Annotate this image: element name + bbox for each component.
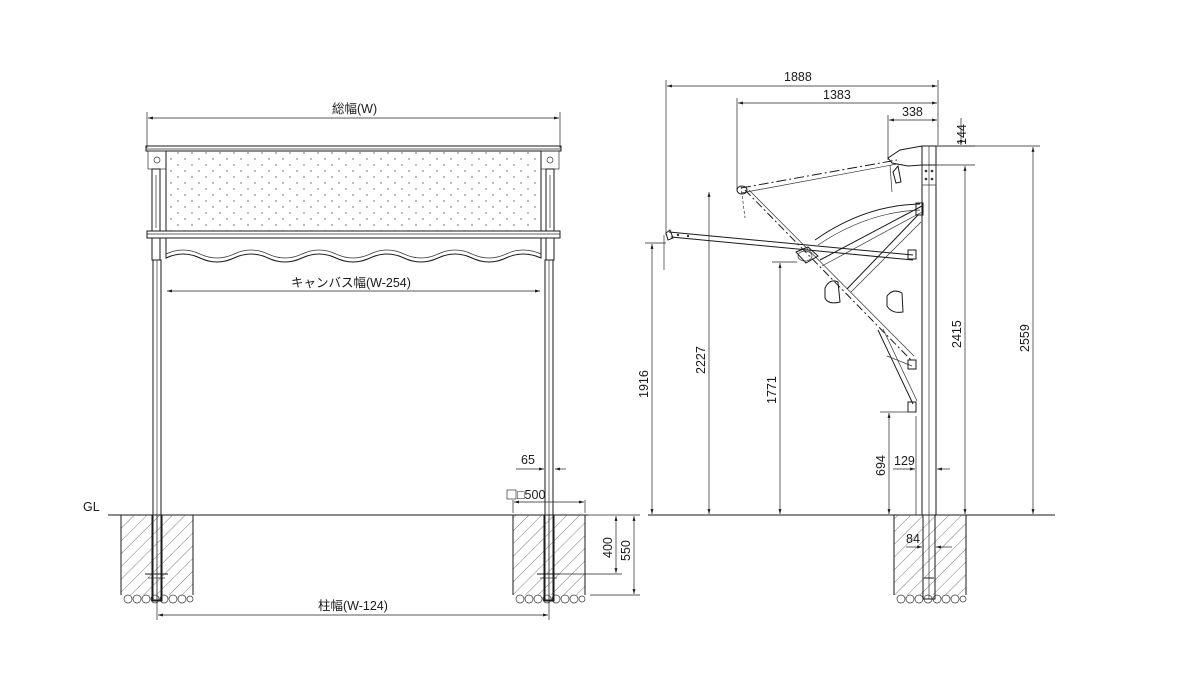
foundation-left: [120, 514, 194, 604]
arm-pivot-height-label: 1771: [765, 376, 779, 404]
square-symbol: [506, 489, 517, 500]
foundation-depth-label: 550: [619, 540, 633, 561]
ground-label: GL: [83, 500, 100, 514]
post-base-label: 84: [906, 532, 920, 546]
depth-dimensions: [560, 514, 640, 596]
valance: [165, 238, 542, 263]
bracket-height-label: 2415: [950, 320, 964, 348]
side-foundation: [893, 514, 967, 604]
side-arm: [663, 229, 914, 270]
post-width-dimension: [156, 601, 550, 620]
front-bar: [146, 230, 561, 239]
front-bar-height-dimension: [645, 242, 666, 514]
arm-dimension: [736, 98, 937, 190]
arm-label: 1383: [823, 88, 851, 102]
total-height-label: 2559: [1018, 324, 1032, 352]
total-width-dimension: [146, 112, 561, 148]
front-view: 総幅(W) キャンバス幅(W-254): [120, 101, 640, 620]
side-hardware: [795, 164, 904, 313]
embed-depth-label: 400: [601, 537, 615, 558]
bracket-height-dimension: [936, 164, 975, 514]
post-size-label: 65: [521, 453, 535, 467]
canvas-width-label: キャンバス幅(W-254): [291, 275, 411, 290]
arm-pivot-height-dimension: [772, 261, 797, 514]
total-width-label: 総幅(W): [332, 101, 377, 116]
canvas-panel: [165, 150, 542, 232]
foundation-right: [512, 514, 586, 604]
projection-dimension: [665, 80, 939, 235]
bracket-dimension: [887, 115, 937, 160]
post-offset-dimension: [893, 416, 950, 515]
bracket-label: 338: [902, 105, 923, 119]
foundation-size-label: □500: [517, 488, 545, 502]
projection-label: 1888: [784, 70, 812, 84]
side-view: 1888 1383 338 144: [637, 70, 1040, 604]
canopy-height-label: 2227: [694, 346, 708, 374]
post-offset-label: 129: [894, 454, 915, 468]
post-width-label: 柱幅(W-124): [318, 598, 388, 613]
side-post: [921, 145, 937, 516]
front-bar-height-label: 1916: [637, 370, 651, 398]
side-braces: [744, 189, 924, 413]
foundation-size-dimension: [512, 500, 586, 513]
top-offset-label: 144: [955, 124, 969, 145]
lower-bracket-height-label: 694: [874, 455, 888, 476]
total-height-dimension: [936, 145, 1040, 514]
side-canvas: [736, 159, 898, 219]
